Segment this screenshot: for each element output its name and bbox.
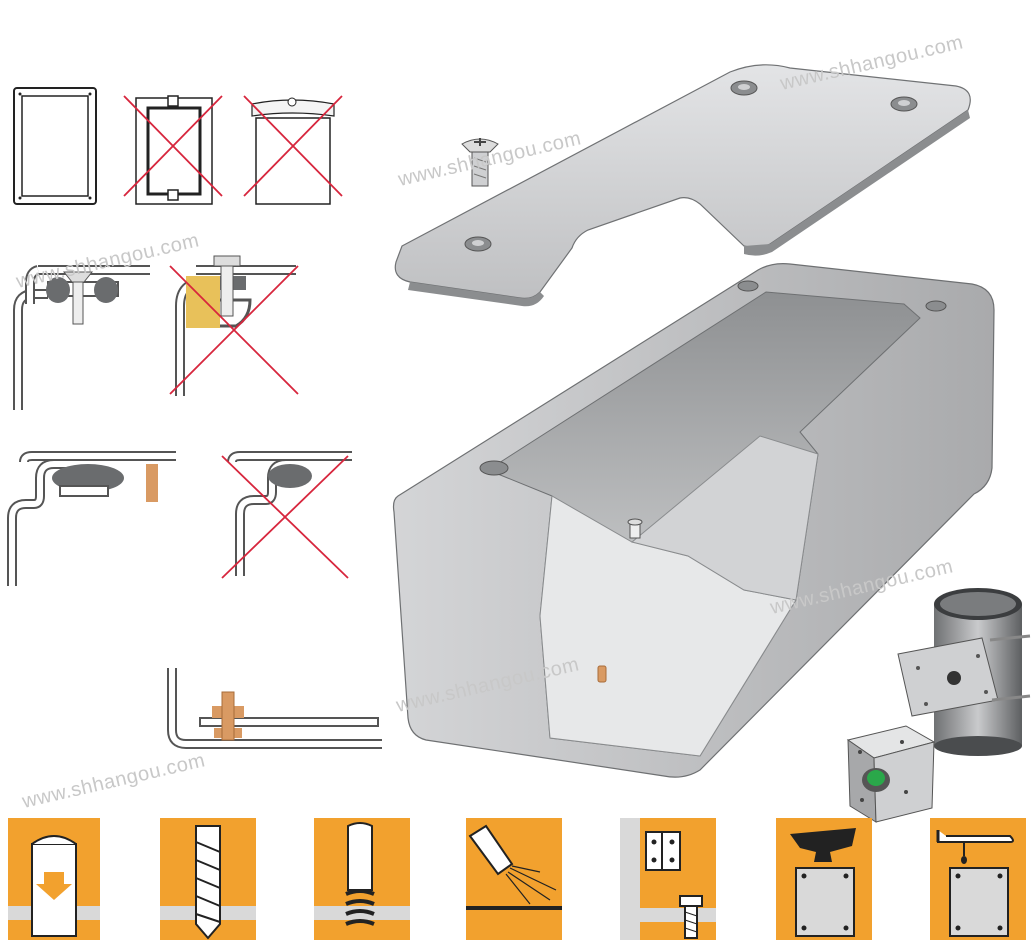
drill-icon bbox=[160, 818, 256, 940]
plain-box-icon bbox=[13, 87, 97, 205]
enclosure-lid bbox=[394, 64, 971, 307]
box-with-flange-icon bbox=[123, 95, 223, 205]
hammer-anvil-icon bbox=[776, 818, 872, 940]
spray-icon bbox=[466, 818, 562, 940]
box-with-tape-icon bbox=[243, 95, 343, 205]
edge-gasket-wrong-icon bbox=[221, 451, 352, 579]
tap-icon bbox=[314, 818, 410, 940]
foam-gasket-icon bbox=[169, 255, 299, 396]
punch-icon bbox=[8, 818, 100, 940]
earth-bolt-icon bbox=[167, 668, 382, 749]
pushbutton-box-icon bbox=[846, 725, 936, 823]
watermark-text: www.shhangou.com bbox=[19, 749, 207, 813]
liquid-drip-icon bbox=[930, 818, 1026, 940]
pipe-mount-icon bbox=[897, 588, 1031, 756]
edge-gasket-icon bbox=[6, 451, 176, 586]
gasket-screw-icon bbox=[13, 265, 150, 410]
countersunk-screw-icon bbox=[461, 138, 499, 187]
hinge-icon bbox=[620, 818, 716, 940]
enclosure-body bbox=[392, 263, 995, 778]
